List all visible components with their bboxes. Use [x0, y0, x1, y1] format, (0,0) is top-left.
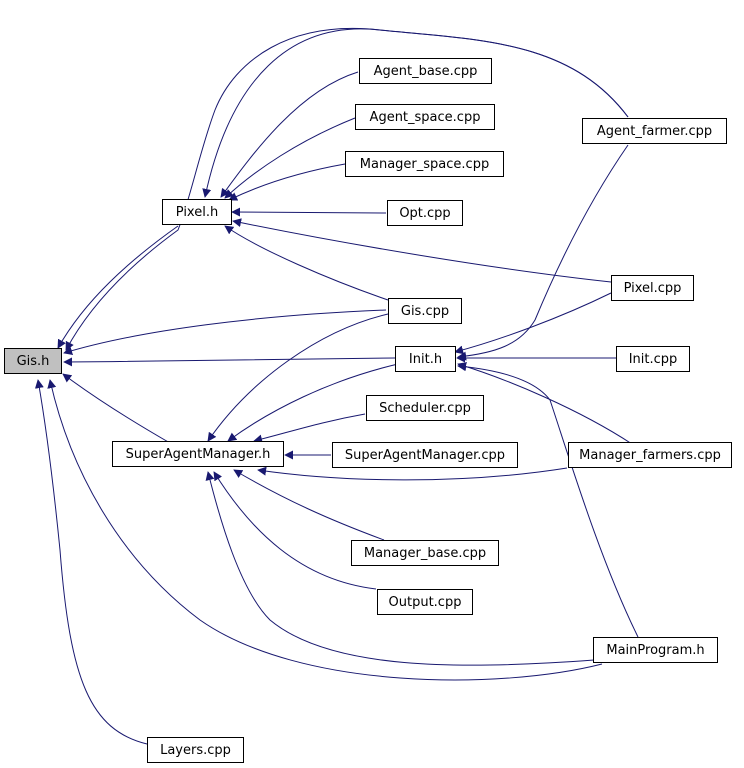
gis-cpp-node[interactable]: Gis.cpp: [388, 298, 462, 324]
super-agent-manager-cpp-node[interactable]: SuperAgentManager.cpp: [332, 442, 518, 468]
manager-space-cpp-node[interactable]: Manager_space.cpp: [345, 151, 504, 177]
edge-main-program-h-to-super-agent-manager-h: [205, 471, 595, 666]
edge-gis-cpp-to-pixel-h: [224, 225, 389, 301]
main-program-h-label: MainProgram.h: [606, 642, 705, 658]
agent-base-cpp-label: Agent_base.cpp: [373, 63, 478, 79]
scheduler-cpp-node[interactable]: Scheduler.cpp: [366, 395, 484, 421]
edge-init-h-to-gis-h: [63, 357, 396, 367]
edge-pixel-cpp-to-init-h: [454, 292, 612, 355]
init-cpp-label: Init.cpp: [628, 351, 678, 367]
layers-cpp-label: Layers.cpp: [160, 742, 231, 758]
output-cpp-label: Output.cpp: [388, 594, 462, 610]
layers-cpp-node[interactable]: Layers.cpp: [147, 737, 244, 763]
main-program-h-node[interactable]: MainProgram.h: [593, 637, 718, 663]
edge-agent-farmer-to-init-h: [457, 144, 629, 361]
agent-farmer-cpp-label: Agent_farmer.cpp: [596, 123, 713, 139]
init-cpp-node[interactable]: Init.cpp: [616, 346, 690, 372]
init-h-label: Init.h: [408, 351, 443, 367]
edge-pixel-h-to-gis-h: [57, 225, 179, 349]
agent-base-cpp-node[interactable]: Agent_base.cpp: [359, 58, 492, 84]
edge-pixel-cpp-to-pixel-h: [232, 218, 612, 283]
output-cpp-node[interactable]: Output.cpp: [377, 589, 473, 615]
pixel-cpp-node[interactable]: Pixel.cpp: [611, 275, 694, 301]
edge-scheduler-to-super-agent-manager-h: [253, 413, 366, 444]
gis-h-label: Gis.h: [16, 353, 50, 369]
edge-manager-base-to-super-agent-manager-h: [233, 469, 385, 541]
manager-base-cpp-node[interactable]: Manager_base.cpp: [351, 540, 499, 566]
pixel-h-label: Pixel.h: [175, 204, 219, 220]
init-h-node[interactable]: Init.h: [395, 346, 456, 372]
edge-manager-farmers-to-init-h: [457, 362, 633, 445]
pixel-cpp-label: Pixel.cpp: [623, 280, 682, 296]
edge-manager-farmers-to-super-agent-manager-h: [257, 466, 568, 481]
edge-super-agent-manager-h-to-gis-h: [62, 373, 171, 444]
edge-agent-space-to-pixel-h: [224, 117, 356, 199]
agent-farmer-cpp-node[interactable]: Agent_farmer.cpp: [582, 118, 727, 144]
manager-farmers-cpp-label: Manager_farmers.cpp: [579, 447, 721, 463]
edge-opt-to-pixel-h: [231, 207, 387, 217]
edge-main-program-h-to-init-h: [457, 362, 639, 638]
gis-cpp-label: Gis.cpp: [400, 303, 450, 319]
edge-gis-cpp-to-super-agent-manager-h: [207, 313, 389, 442]
edge-agent-base-to-pixel-h: [220, 71, 359, 198]
super-agent-manager-cpp-label: SuperAgentManager.cpp: [344, 447, 506, 463]
scheduler-cpp-label: Scheduler.cpp: [379, 400, 471, 416]
edge-agent-farmer-to-gis-h: [65, 28, 629, 351]
pixel-h-node[interactable]: Pixel.h: [162, 199, 232, 225]
agent-space-cpp-label: Agent_space.cpp: [369, 109, 481, 125]
manager-space-cpp-label: Manager_space.cpp: [359, 156, 490, 172]
opt-cpp-label: Opt.cpp: [399, 205, 451, 221]
agent-space-cpp-node[interactable]: Agent_space.cpp: [355, 104, 495, 130]
edge-main-program-h-to-gis-h: [47, 379, 603, 681]
edge-layers-cpp-to-gis-h: [34, 379, 148, 745]
super-agent-manager-h-node[interactable]: SuperAgentManager.h: [112, 441, 284, 467]
manager-farmers-cpp-node[interactable]: Manager_farmers.cpp: [568, 442, 732, 468]
edge-init-h-to-super-agent-manager-h: [227, 363, 399, 442]
edge-gis-cpp-to-gis-h: [63, 309, 387, 355]
opt-cpp-node[interactable]: Opt.cpp: [387, 200, 463, 226]
manager-base-cpp-label: Manager_base.cpp: [363, 545, 487, 561]
edge-output-to-super-agent-manager-h: [213, 471, 377, 590]
gis-h-node: Gis.h: [4, 348, 62, 374]
super-agent-manager-h-label: SuperAgentManager.h: [125, 446, 271, 462]
edge-manager-space-to-pixel-h: [228, 163, 346, 201]
